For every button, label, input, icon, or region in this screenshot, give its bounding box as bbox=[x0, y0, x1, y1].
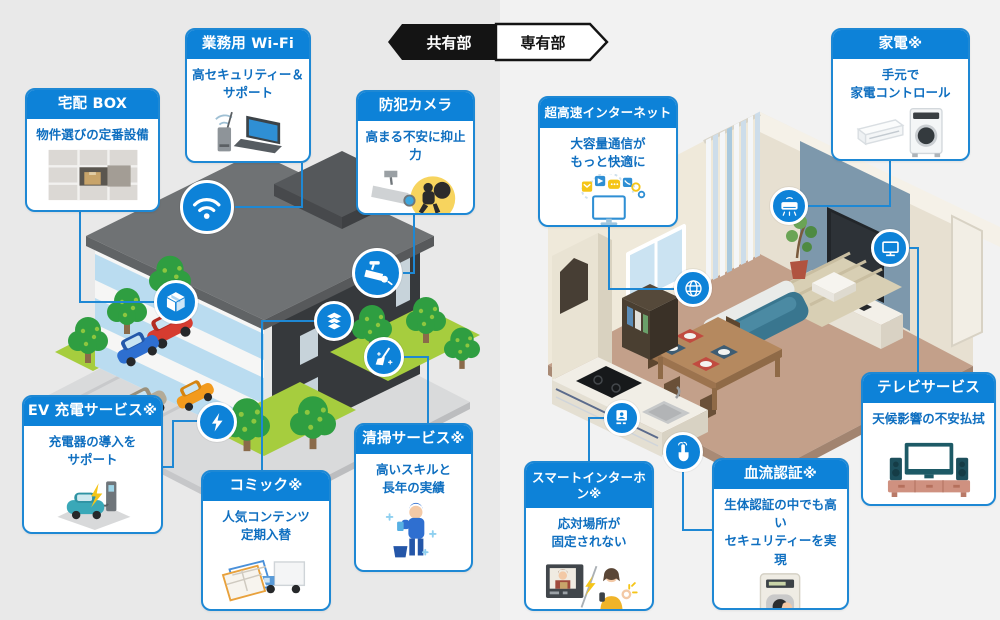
camera-burglar-illustration bbox=[370, 171, 455, 213]
router-laptop-illustration bbox=[215, 112, 282, 154]
stack-icon bbox=[314, 301, 354, 341]
legend-private-label: 専有部 bbox=[520, 33, 566, 52]
callout-delivery-box-text: 物件選びの定番設備 bbox=[36, 127, 149, 143]
callout-comics: コミック※ 人気コンテンツ 定期入替 bbox=[201, 470, 331, 611]
callout-appliances-text: 手元で 家電コントロール bbox=[850, 67, 951, 101]
callout-security-camera: 防犯カメラ 高まる不安に抑止力 bbox=[356, 90, 475, 215]
callout-cleaning-title: 清掃サービス※ bbox=[356, 425, 471, 455]
aircon-icon bbox=[770, 187, 808, 225]
callout-comics-text: 人気コンテンツ 定期入替 bbox=[222, 509, 310, 543]
legend: 共有部 専有部 bbox=[385, 22, 611, 62]
ev-charging-illustration bbox=[56, 481, 130, 531]
shared-arrow bbox=[388, 24, 496, 60]
callout-appliances: 家電※ 手元で 家電コントロール bbox=[831, 28, 970, 161]
callout-delivery-box-title: 宅配 BOX bbox=[27, 90, 158, 120]
callout-internet-title: 超高速インターネット bbox=[540, 98, 676, 128]
appliances-illustration bbox=[856, 108, 943, 158]
callout-ev-charging: EV 充電サービス※ 充電器の導入を サポート bbox=[22, 395, 163, 534]
callout-business-wifi: 業務用 Wi-Fi 高セキュリティー＆ サポート bbox=[185, 28, 311, 163]
callout-blood-flow-auth: 血流認証※ 生体認証の中でも高い セキュリティーを実現 bbox=[712, 458, 849, 610]
touch-icon bbox=[663, 432, 703, 472]
callout-tv-service: テレビサービス 天候影響の不安払拭 bbox=[861, 372, 996, 506]
callout-business-wifi-title: 業務用 Wi-Fi bbox=[187, 30, 309, 60]
cleaner-illustration bbox=[385, 502, 437, 558]
bolt-icon bbox=[197, 402, 237, 442]
intercom-woman-illustration bbox=[545, 563, 638, 609]
callout-cleaning-text: 高いスキルと 長年の実績 bbox=[375, 462, 451, 496]
callout-business-wifi-text: 高セキュリティー＆ サポート bbox=[192, 67, 304, 101]
callout-internet: 超高速インターネット 大容量通信が もっと快適に bbox=[538, 96, 678, 227]
tv-icon bbox=[871, 229, 909, 267]
callout-blood-flow-auth-text: 生体認証の中でも高い セキュリティーを実現 bbox=[724, 497, 837, 567]
callout-delivery-box: 宅配 BOX 物件選びの定番設備 bbox=[25, 88, 160, 212]
internet-cloud-illustration bbox=[581, 173, 646, 225]
package-icon bbox=[154, 280, 198, 324]
callout-security-camera-title: 防犯カメラ bbox=[358, 92, 473, 122]
callout-tv-service-title: テレビサービス bbox=[863, 374, 994, 404]
globe-icon bbox=[674, 269, 712, 307]
callout-ev-charging-text: 充電器の導入を サポート bbox=[48, 434, 137, 468]
callout-security-camera-text: 高まる不安に抑止力 bbox=[365, 129, 466, 163]
private-arrow bbox=[494, 22, 609, 62]
wifi-icon bbox=[180, 180, 234, 234]
callout-smart-intercom: スマートインターホン※ 応対場所が 固定されない bbox=[524, 461, 654, 611]
callout-smart-intercom-title: スマートインターホン※ bbox=[526, 463, 652, 509]
biometric-reader-illustration bbox=[759, 572, 800, 608]
callout-internet-text: 大容量通信が もっと快適に bbox=[570, 135, 646, 169]
broom-icon bbox=[364, 337, 404, 377]
callout-appliances-title: 家電※ bbox=[833, 30, 968, 60]
tv-stand-illustration bbox=[887, 442, 970, 497]
comics-truck-illustration bbox=[221, 560, 306, 602]
callout-ev-charging-title: EV 充電サービス※ bbox=[24, 397, 161, 427]
legend-shared-label: 共有部 bbox=[426, 33, 472, 52]
callout-smart-intercom-text: 応対場所が 固定されない bbox=[551, 516, 627, 550]
cctv-icon bbox=[352, 248, 402, 298]
delivery-lockers-illustration bbox=[48, 150, 137, 201]
intercom-icon bbox=[604, 400, 640, 436]
callout-tv-service-text: 天候影響の不安払拭 bbox=[872, 411, 985, 427]
callout-blood-flow-auth-title: 血流認証※ bbox=[714, 460, 847, 490]
callout-cleaning: 清掃サービス※ 高いスキルと 長年の実績 bbox=[354, 423, 473, 572]
callout-comics-title: コミック※ bbox=[203, 472, 329, 502]
